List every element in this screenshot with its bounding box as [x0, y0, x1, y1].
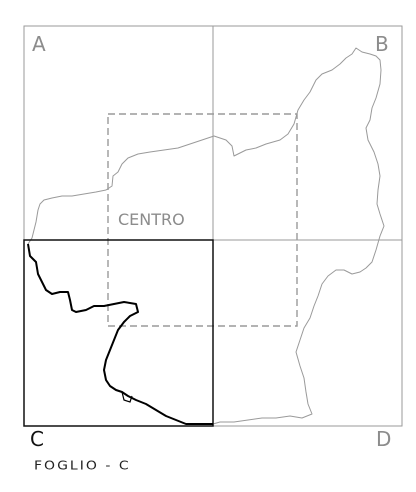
sheet-c-highlight-frame	[23, 239, 214, 427]
sheet-caption: FOGLIO - C	[34, 458, 131, 474]
sheet-label-b: B	[375, 32, 389, 56]
sheet-label-c: C	[30, 427, 44, 451]
centro-label: CENTRO	[118, 210, 185, 229]
sheet-c-boundary-highlight	[27, 243, 213, 425]
centro-sheet-frame	[107, 113, 298, 327]
sheet-label-a: A	[32, 32, 46, 56]
boundary-detail-notch	[121, 391, 133, 403]
territory-outline	[27, 47, 385, 425]
sheet-label-d: D	[376, 427, 391, 451]
